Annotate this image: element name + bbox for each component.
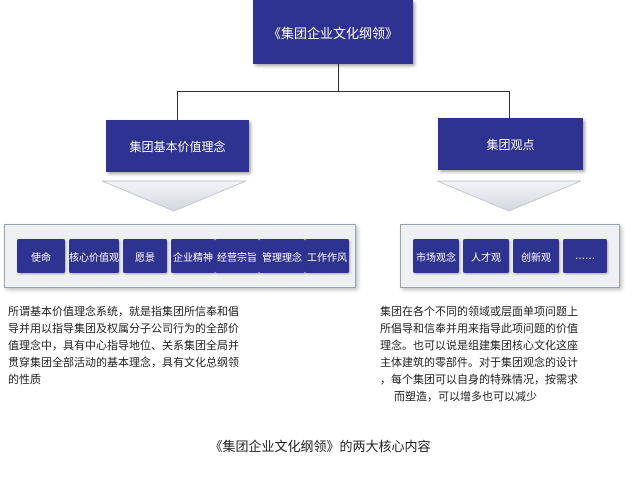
connector-root-down xyxy=(338,64,339,91)
left-branch-label: 集团基本价值理念 xyxy=(129,139,226,154)
right-description-line: ，每个集团可以自身的特殊情况，按需求 xyxy=(380,373,578,386)
right-description-line: 主体建筑的零部件。对于集团观念的设计 xyxy=(380,356,578,369)
left-description: 所谓基本价值理念系统，就是指集团所信奉和倡 导并用以指导集团及权属分子公司行为的… xyxy=(8,303,298,388)
item-business-purpose: 经营宗旨 xyxy=(215,239,259,273)
left-down-arrow xyxy=(102,180,246,212)
left-description-line: 导并用以指导集团及权属分子公司行为的全部价 xyxy=(8,322,239,335)
right-description-line: 所倡导和信奉并用来指导此项问题的价值 xyxy=(380,322,578,335)
item-vision: 愿景 xyxy=(123,239,167,273)
item-ellipsis: …… xyxy=(563,239,607,273)
connector-left-down xyxy=(177,91,178,120)
right-branch-label: 集团观点 xyxy=(486,137,535,152)
right-down-arrow xyxy=(437,180,581,212)
left-description-line: 所谓基本价值理念系统，就是指集团所信奉和倡 xyxy=(8,305,239,318)
item-enterprise-spirit: 企业精神 xyxy=(171,239,215,273)
left-description-line: 的性质 xyxy=(8,373,41,386)
item-work-style: 工作作风 xyxy=(305,239,349,273)
item-talent-view: 人才观 xyxy=(463,239,509,273)
root-node: 《集团企业文化纲领》 xyxy=(253,0,413,64)
connector-right-down xyxy=(509,91,510,118)
item-management-concept: 管理理念 xyxy=(259,239,305,273)
connector-horizontal xyxy=(177,91,510,92)
left-description-line: 值理念中，具有中心指导地位、关系集团全局并 xyxy=(8,339,239,352)
root-node-label: 《集团企业文化纲领》 xyxy=(267,26,398,42)
right-items-panel: 市场观念 人才观 创新观 …… xyxy=(400,224,620,288)
item-market-concept: 市场观念 xyxy=(413,239,459,273)
left-description-line: 贯穿集团全部活动的基本理念，具有文化总纲领 xyxy=(8,356,239,369)
right-description-line: 而塑造，可以增多也可以减少 xyxy=(380,390,537,403)
item-mission: 使命 xyxy=(17,239,65,273)
right-description-line: 集团在各个不同的领域或层面单项问题上 xyxy=(380,305,578,318)
right-description: 集团在各个不同的领域或层面单项问题上 所倡导和信奉并用来指导此项问题的价值 理念… xyxy=(380,303,638,405)
item-innovation-view: 创新观 xyxy=(513,239,559,273)
left-items-panel: 使命 核心价值观 愿景 企业精神 经营宗旨 管理理念 工作作风 xyxy=(4,224,356,288)
right-branch-node: 集团观点 xyxy=(438,118,583,170)
right-description-line: 理念。也可以说是组建集团核心文化这座 xyxy=(380,339,578,352)
left-branch-node: 集团基本价值理念 xyxy=(106,120,249,172)
item-core-values: 核心价值观 xyxy=(69,239,119,273)
figure-caption: 《集团企业文化纲领》的两大核心内容 xyxy=(209,440,431,455)
